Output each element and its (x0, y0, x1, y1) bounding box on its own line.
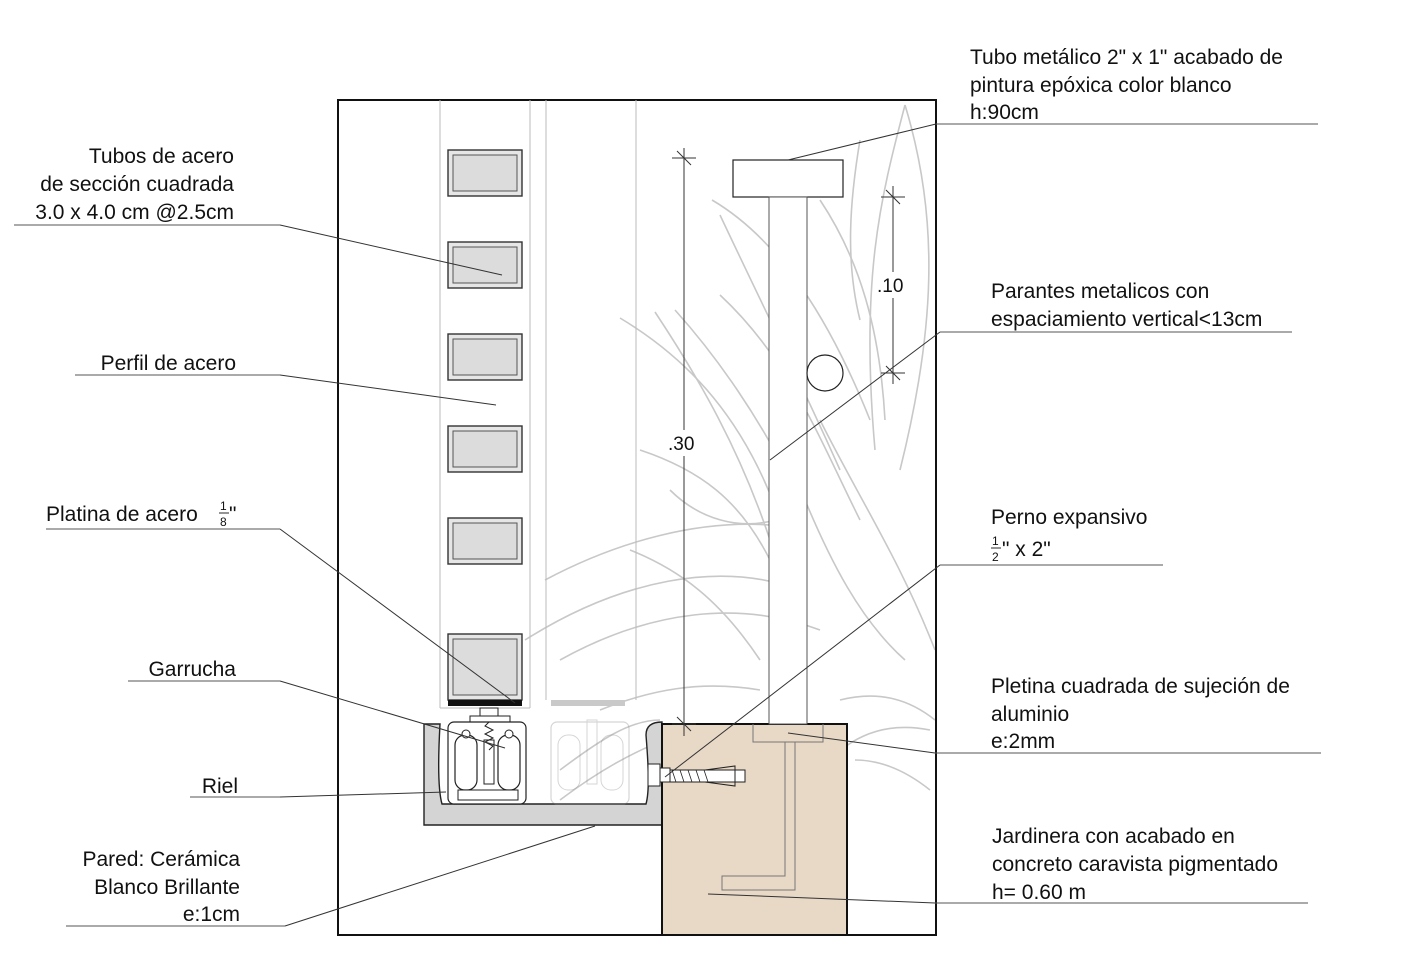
section-frame (337, 99, 937, 936)
steel-profile (439, 100, 637, 709)
plant-illustration (524, 104, 936, 801)
label-perno-line1: Perno expansivo (991, 506, 1147, 529)
label-parantes-line2: espaciamiento vertical<13cm (991, 308, 1262, 331)
label-parantes: Parantes metalicos con espaciamiento ver… (769, 280, 1292, 461)
label-jardinera: Jardinera con acabado en concreto caravi… (707, 825, 1308, 904)
label-riel: Riel (190, 775, 447, 798)
steel-plate (448, 700, 522, 706)
label-garrucha-text: Garrucha (148, 658, 236, 681)
dimension-spacing (876, 186, 910, 384)
label-pletina-line3: e:2mm (991, 730, 1055, 753)
metal-post (732, 159, 844, 725)
label-tubo-metalico: Tubo metálico 2" x 1" acabado de pintura… (787, 46, 1318, 161)
rebar (721, 742, 796, 891)
label-pletina-line2: aluminio (991, 703, 1069, 726)
label-perno-suffix: " x 2" (1002, 538, 1051, 561)
label-tubo-metalico-line2: pintura epóxica color blanco (970, 74, 1232, 97)
dimension-total (666, 148, 700, 736)
label-jardinera-line3: h= 0.60 m (992, 881, 1086, 904)
label-platina: Platina de acero 1 8 " (46, 499, 516, 704)
steel-tubes (447, 149, 523, 701)
label-platina-text: Platina de acero (46, 503, 198, 526)
label-perno: Perno expansivo 1 2 " x 2" (664, 506, 1163, 778)
wheel-assembly-ghost (550, 719, 630, 805)
label-platina-frac-den: 8 (220, 515, 227, 529)
label-pletina-line1: Pletina cuadrada de sujeción de (991, 675, 1290, 698)
planter (661, 723, 848, 936)
label-platina-suffix: " (229, 503, 236, 526)
label-jardinera-line1: Jardinera con acabado en (992, 825, 1235, 848)
label-garrucha: Garrucha (128, 658, 506, 749)
dimension-spacing-text: .10 (877, 276, 903, 297)
label-platina-frac-num: 1 (220, 499, 227, 513)
label-pared-line2: Blanco Brillante (94, 876, 240, 899)
label-pared-line1: Pared: Cerámica (82, 848, 240, 871)
wheel-assembly (447, 707, 527, 805)
label-perfil-text: Perfil de acero (101, 352, 236, 375)
label-pared-line3: e:1cm (183, 903, 240, 926)
label-tubos-line1: Tubos de acero (89, 145, 234, 168)
dimension-total-text: .30 (668, 434, 694, 455)
label-jardinera-line2: concreto caravista pigmentado (992, 853, 1278, 876)
label-pletina: Pletina cuadrada de sujeción de aluminio… (787, 675, 1321, 754)
label-perfil: Perfil de acero (75, 352, 497, 406)
label-tubos-line2: de sección cuadrada (40, 173, 234, 196)
label-tubo-metalico-line1: Tubo metálico 2" x 1" acabado de (970, 46, 1283, 69)
label-perno-frac-den: 2 (992, 550, 999, 564)
label-perno-frac-num: 1 (992, 534, 999, 548)
label-tubo-metalico-line3: h:90cm (970, 101, 1039, 124)
steel-plate-ghost (551, 700, 625, 706)
label-pared: Pared: Cerámica Blanco Brillante e:1cm (66, 825, 596, 927)
label-tubos-line3: 3.0 x 4.0 cm @2.5cm (35, 201, 234, 224)
expansion-bolt (647, 763, 746, 787)
label-tubos: Tubos de acero de sección cuadrada 3.0 x… (14, 145, 503, 276)
label-riel-text: Riel (202, 775, 238, 798)
label-parantes-line1: Parantes metalicos con (991, 280, 1209, 303)
anchor-bracket (752, 724, 824, 743)
